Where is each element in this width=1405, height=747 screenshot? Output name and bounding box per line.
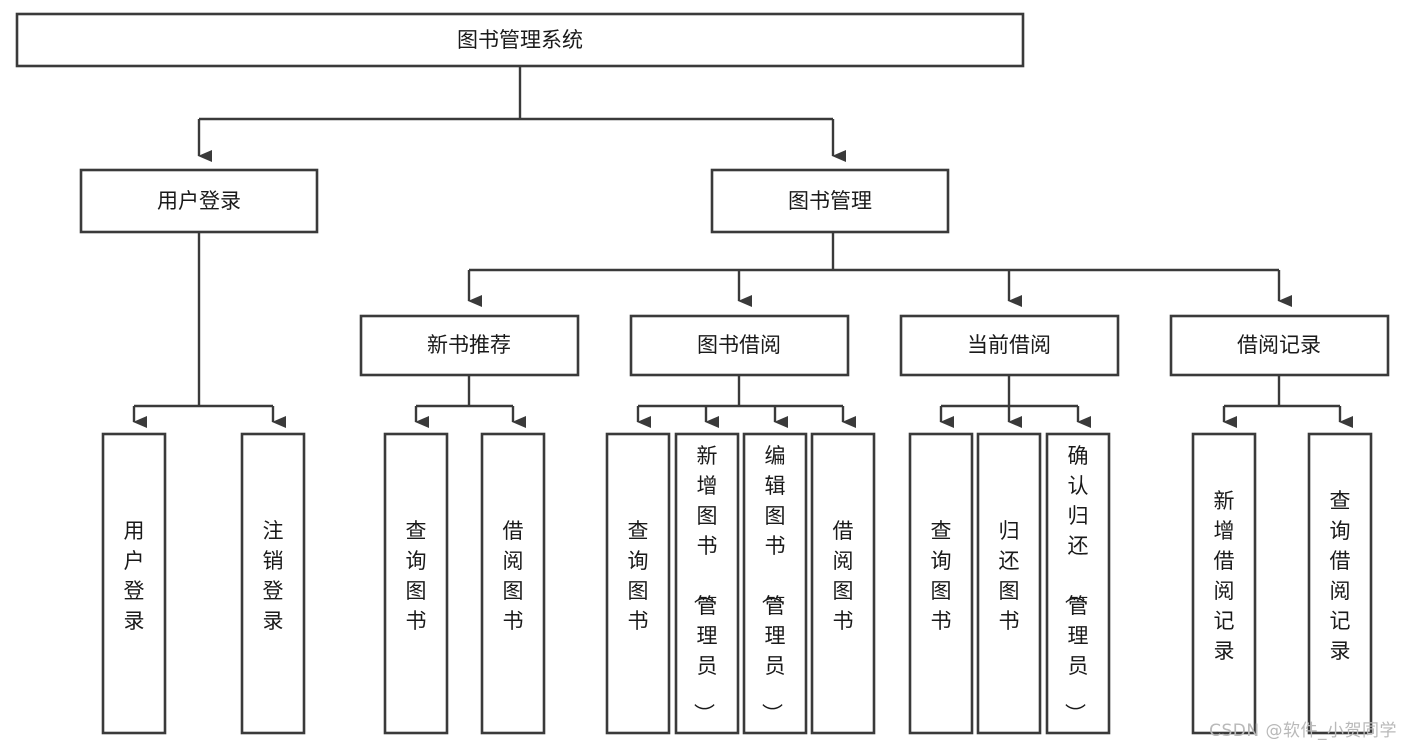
node-leaf-user-login-label: 用户登录 [124,519,145,633]
node-book-borrow-label: 图书借阅 [697,333,781,357]
node-leaf-query-book-1-label: 查询图书 [406,519,427,633]
node-leaf-confirm-return-label: 确认归还（管理员） [1063,444,1089,724]
node-book-management[interactable]: 图书管理 [710,168,950,234]
node-leaf-return-book-label: 归还图书 [999,519,1020,633]
connector-bookmgmt-to-level3 [467,232,1292,307]
node-leaf-query-record[interactable]: 查询借阅记录 [1307,432,1373,735]
node-user-login[interactable]: 用户登录 [79,168,319,234]
node-leaf-add-book[interactable]: 新增图书（管理员） [674,432,740,735]
node-leaf-borrow-book-1-label: 借阅图书 [503,519,524,633]
node-leaf-query-book-1[interactable]: 查询图书 [383,432,449,735]
node-new-book-recommend-label: 新书推荐 [427,333,511,357]
connector-currentborrow-to-leaves [939,375,1091,428]
node-leaf-add-record-label: 新增借阅记录 [1214,489,1235,663]
node-leaf-query-book-2-label: 查询图书 [628,519,649,633]
node-leaf-add-book-label: 新增图书（管理员） [692,444,718,724]
node-current-borrow[interactable]: 当前借阅 [899,314,1120,377]
node-leaf-query-book-3-label: 查询图书 [931,519,952,633]
node-book-borrow[interactable]: 图书借阅 [629,314,850,377]
node-leaf-borrow-book-1[interactable]: 借阅图书 [480,432,546,735]
node-leaf-query-record-label: 查询借阅记录 [1330,489,1351,663]
node-leaf-query-book-2[interactable]: 查询图书 [605,432,671,735]
node-leaf-borrow-book-2-label: 借阅图书 [833,519,854,633]
node-root-system-label: 图书管理系统 [457,28,583,52]
csdn-watermark: CSDN @软件_小贺同学 [1209,721,1397,741]
node-root-system[interactable]: 图书管理系统 [15,12,1025,68]
connector-borrowrecord-to-leaves [1222,375,1353,428]
node-borrow-record-label: 借阅记录 [1237,333,1321,357]
node-leaf-user-logout[interactable]: 注销登录 [240,432,306,735]
node-borrow-record[interactable]: 借阅记录 [1169,314,1390,377]
node-leaf-user-logout-label: 注销登录 [263,519,284,633]
node-leaf-confirm-return[interactable]: 确认归还（管理员） [1045,432,1111,735]
node-leaf-return-book[interactable]: 归还图书 [976,432,1042,735]
connector-bookborrow-to-leaves [636,375,856,428]
node-leaf-user-login[interactable]: 用户登录 [101,432,167,735]
node-leaf-borrow-book-2[interactable]: 借阅图书 [810,432,876,735]
node-current-borrow-label: 当前借阅 [967,333,1051,357]
connector-userlogin-to-leaves [132,232,286,428]
node-leaf-add-record[interactable]: 新增借阅记录 [1191,432,1257,735]
connector-root-to-level2 [197,66,846,162]
node-new-book-recommend[interactable]: 新书推荐 [359,314,580,377]
node-book-management-label: 图书管理 [788,189,872,213]
node-leaf-query-book-3[interactable]: 查询图书 [908,432,974,735]
connector-newbook-to-leaves [414,375,526,428]
node-leaf-edit-book-label: 编辑图书（管理员） [760,444,786,724]
node-user-login-label: 用户登录 [157,189,241,213]
node-leaf-edit-book[interactable]: 编辑图书（管理员） [742,432,808,735]
